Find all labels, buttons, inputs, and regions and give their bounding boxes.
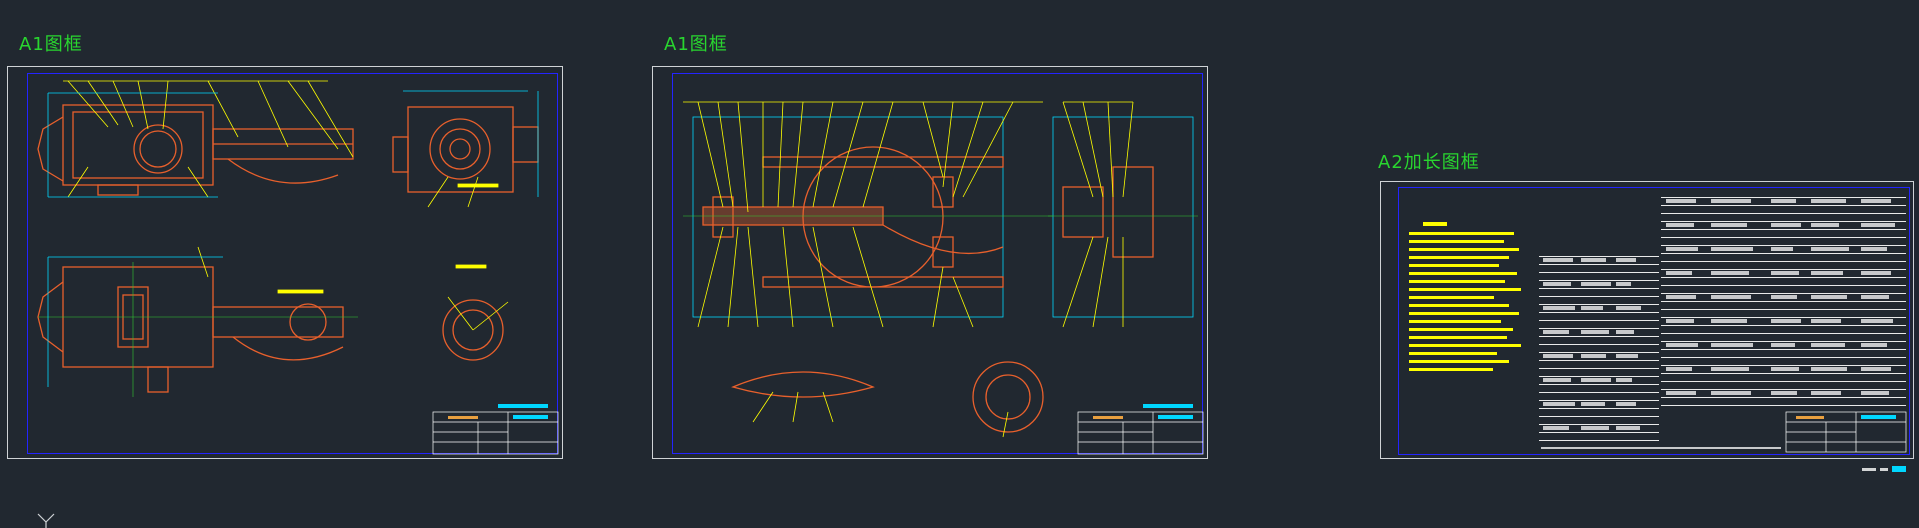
sheet-1-frame[interactable] (7, 66, 563, 459)
sheet-2-inner-border (672, 73, 1203, 454)
sheet-1-inner-border (27, 73, 558, 454)
ucs-icon (37, 513, 55, 528)
sheet-1-drawing (37, 80, 559, 455)
sheet-3-frame[interactable] (1380, 181, 1914, 459)
sheet-1-title: A1图框 (19, 34, 83, 55)
sheet-3-inner-border (1398, 187, 1910, 455)
sheet-3-title: A2加长图框 (1378, 152, 1480, 173)
sheet-2-drawing (683, 101, 1204, 455)
sheet-2-frame[interactable] (652, 66, 1208, 459)
sheet-2-title: A1图框 (664, 34, 728, 55)
scale-marker-icon (1862, 466, 1906, 472)
sheet-3-drawing (1409, 197, 1907, 453)
